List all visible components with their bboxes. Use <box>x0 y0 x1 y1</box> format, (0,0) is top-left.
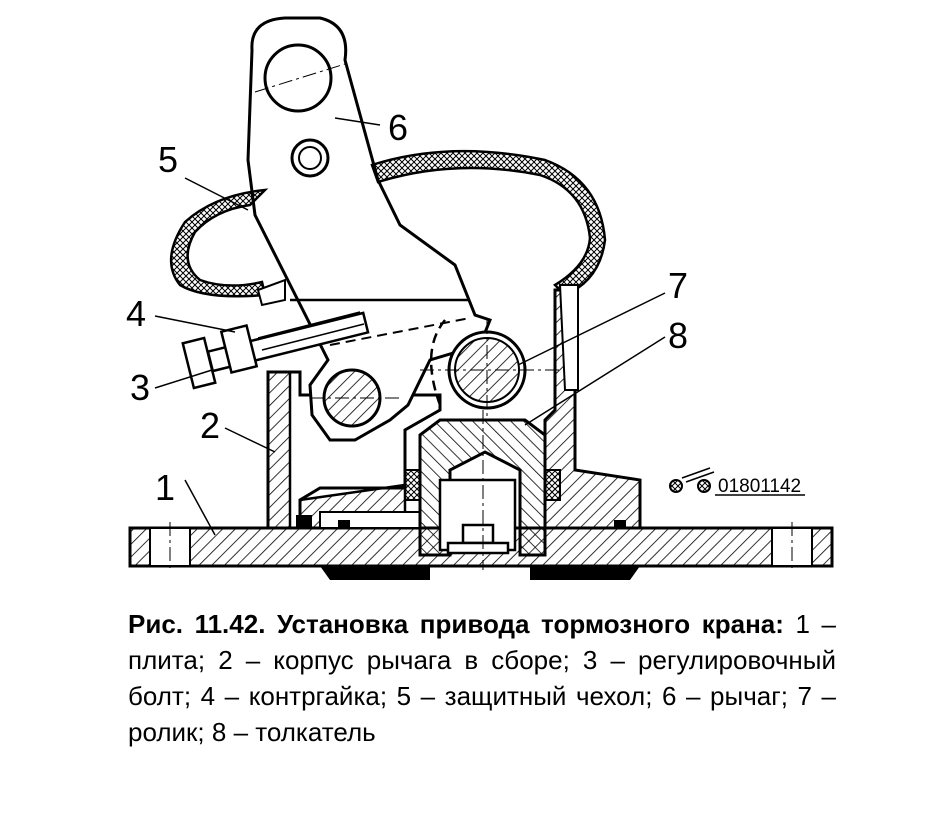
callout-1: 1 <box>155 467 175 508</box>
leader-lines <box>154 117 666 536</box>
callout-6: 6 <box>388 107 408 148</box>
caption-item-7: 7 – ролик; <box>128 681 836 747</box>
caption-item-2: 2 – корпус рычага в сборе; <box>218 645 570 675</box>
caption-item-4: 4 – контргайка; <box>200 681 388 711</box>
figure-caption: Рис. 11.42. Установка привода тормозного… <box>128 606 836 750</box>
caption-item-6: 6 – рычаг; <box>662 681 788 711</box>
catalog-code-mark: 01801142 <box>669 467 805 497</box>
callout-8: 8 <box>668 315 688 356</box>
brake-valve-drive-diagram: 1 2 3 4 5 6 7 8 01801142 <box>126 16 834 580</box>
caption-item-8: 8 – толкатель <box>211 717 376 747</box>
protective-boot <box>169 149 607 391</box>
caption-item-5: 5 – защитный чехол; <box>396 681 653 711</box>
roller <box>420 319 560 420</box>
caption-prefix: Рис. 11.42. Установка привода тормозного… <box>128 609 784 639</box>
pusher <box>404 410 561 570</box>
caption-item-1: 1 – плита; <box>128 609 836 675</box>
callout-4: 4 <box>126 293 146 334</box>
callout-5: 5 <box>158 139 178 180</box>
callout-3: 3 <box>130 367 150 408</box>
catalog-code: 01801142 <box>718 476 801 497</box>
callout-7: 7 <box>668 265 688 306</box>
callout-2: 2 <box>200 405 220 446</box>
adjusting-bolt <box>181 311 370 390</box>
caption-item-3: 3 – регулировочный болт; <box>128 645 837 711</box>
lever <box>246 16 492 442</box>
